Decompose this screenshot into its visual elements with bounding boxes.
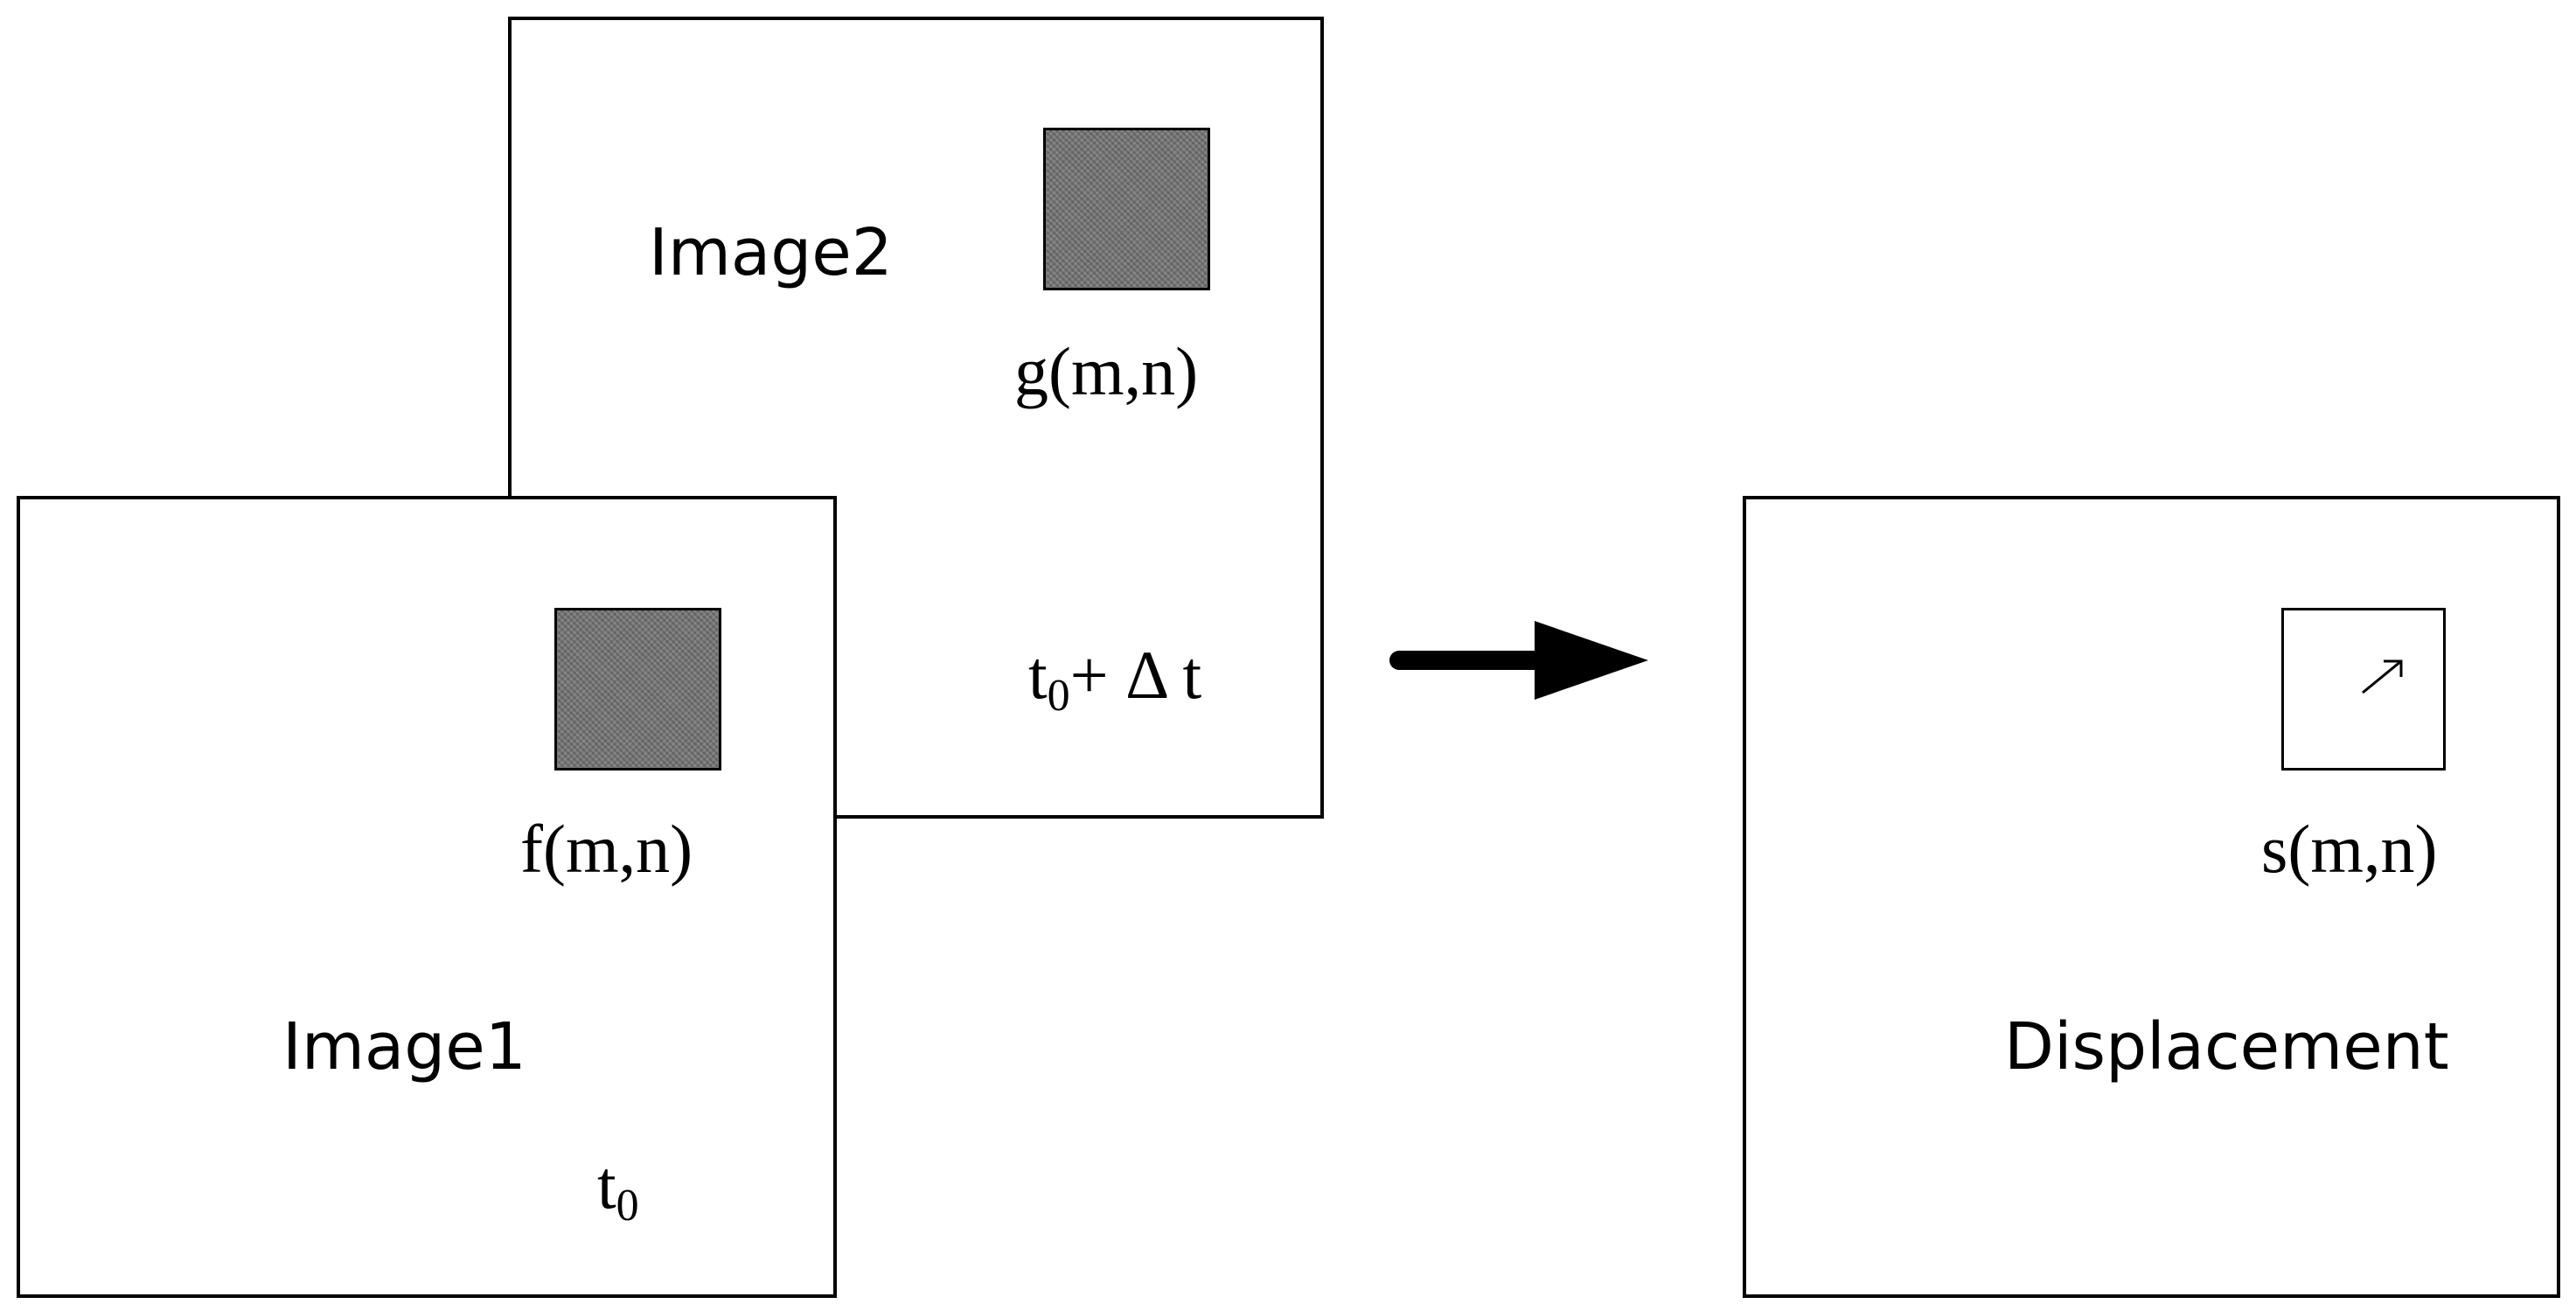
image2-time-label: t0+ Δ t [1028,641,1201,719]
image2-function-label: g(m,n) [1014,333,1199,409]
image1-function-label: f(m,n) [520,811,693,887]
image1-time-label: t0 [597,1151,639,1229]
image2-time-sub: 0 [1047,671,1070,721]
image1-title: Image1 [282,1009,526,1084]
image2-time-base: t [1028,637,1048,713]
image1-patch [554,608,721,771]
image1-time-sub: 0 [616,1181,639,1231]
right-arrow-icon [1389,621,1648,700]
displacement-title: Displacement [2004,1009,2449,1084]
image2-title: Image2 [649,215,893,290]
image2-time-suffix: + Δ t [1069,637,1202,713]
displacement-patch [2281,608,2446,771]
displacement-vector-icon [2362,659,2403,694]
image1-time-base: t [597,1147,616,1223]
displacement-function-label: s(m,n) [2261,811,2438,887]
image2-patch [1043,128,1210,290]
